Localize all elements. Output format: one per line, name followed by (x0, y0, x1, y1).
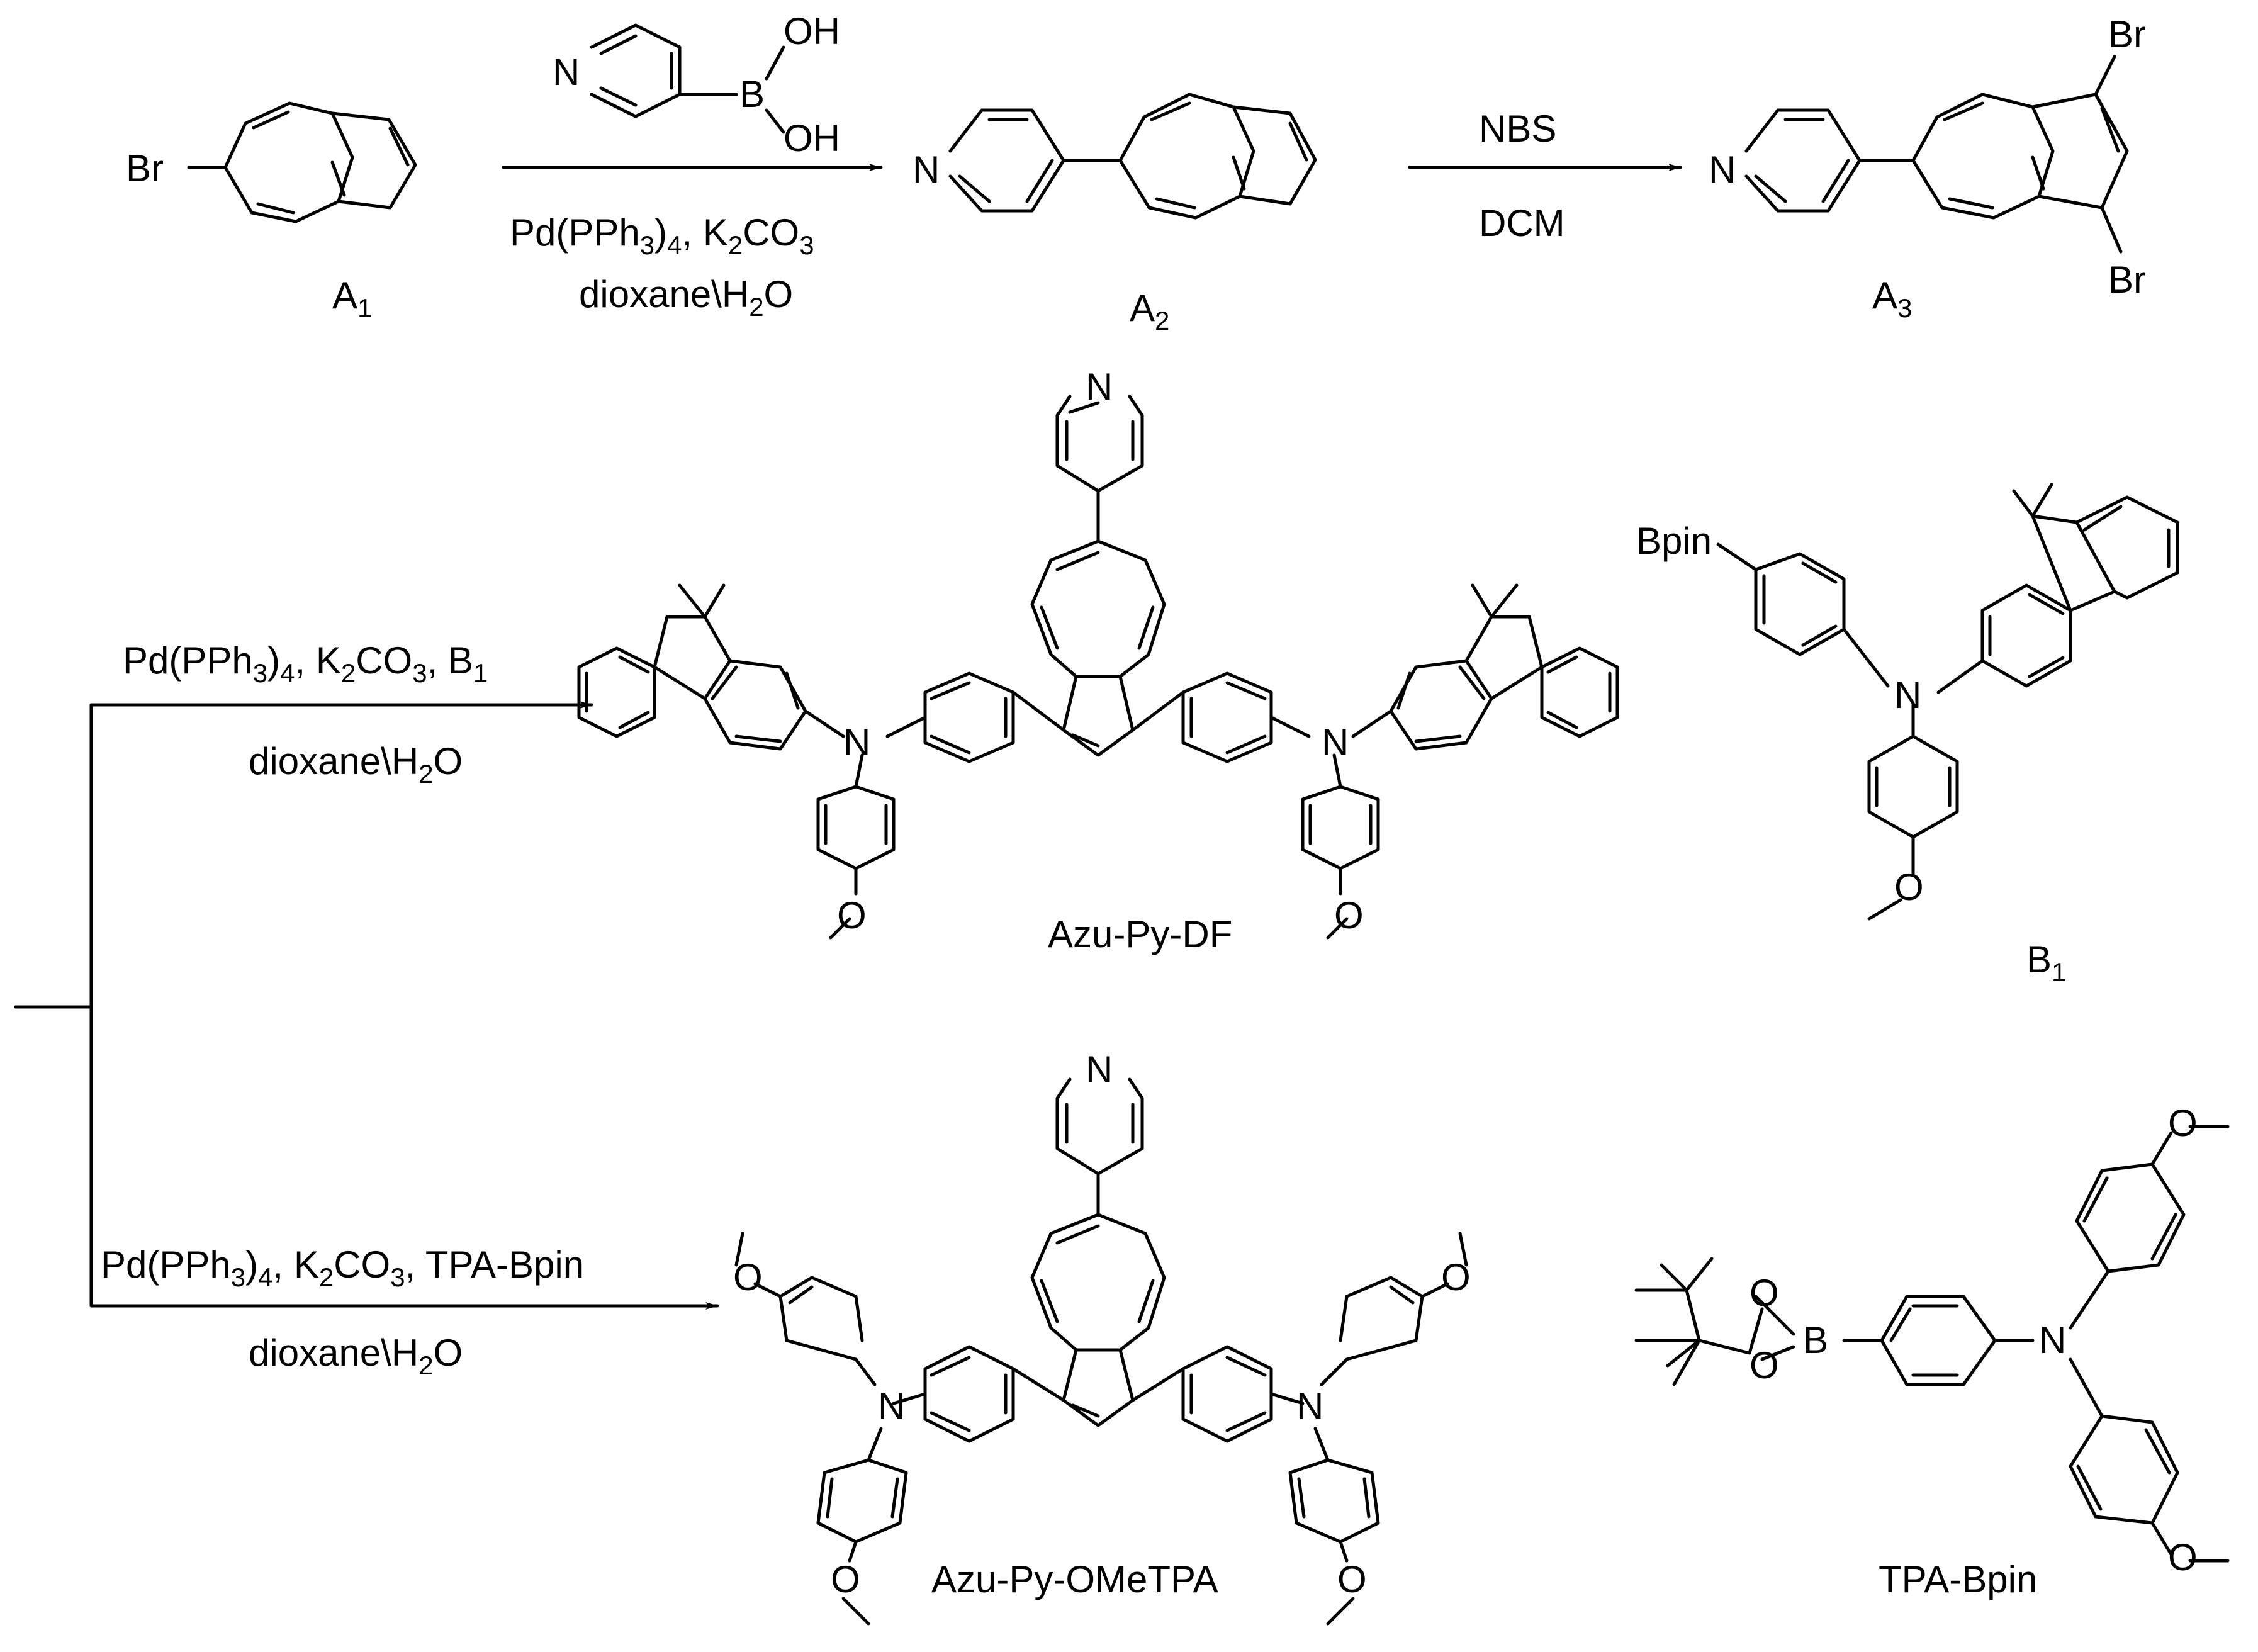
atom-b: B (739, 73, 765, 115)
reagent-step4-catalyst: Pd(PPh3)4, K2CO3, TPA-Bpin (101, 1244, 584, 1292)
atom-o: O (1750, 1344, 1779, 1386)
atom-o: O (1337, 1558, 1367, 1600)
branch-lines (14, 703, 93, 1308)
compound-a2-structure: N (913, 93, 1317, 220)
compound-a3-structure: N Br Br (1709, 13, 2146, 301)
reagent-step1-solvent: dioxane\H2O (579, 273, 793, 322)
atom-n: N (1086, 366, 1113, 408)
atom-o: O (733, 1256, 763, 1298)
reagent-step3-catalyst: Pd(PPh3)4, K2CO3, B1 (123, 639, 488, 688)
atom-o: O (831, 1558, 860, 1600)
compound-azu-py-df-structure: N N N O O (577, 366, 1619, 940)
atom-o: O (1894, 866, 1924, 908)
atom-n: N (553, 51, 580, 93)
atom-br-bottom: Br (2108, 259, 2146, 301)
atom-o: O (837, 894, 867, 936)
reagent-step2-solvent: DCM (1479, 202, 1565, 244)
compound-tpa-bpin-structure: O O B N O O (1634, 1102, 2230, 1578)
atom-n: N (2039, 1319, 2066, 1361)
bond-lines (187, 101, 417, 223)
atom-o: O (1441, 1256, 1471, 1298)
reagent-step2-nbs: NBS (1479, 108, 1556, 150)
atom-bpin: Bpin (1636, 520, 1712, 562)
atom-n: N (1894, 674, 1921, 716)
atom-br: Br (126, 147, 164, 189)
reagent-step3-solvent: dioxane\H2O (249, 740, 463, 789)
atom-b: B (1803, 1319, 1828, 1361)
label-a3: A3 (1872, 274, 1912, 323)
reagent-boronic-acid: N B OH OH (553, 10, 840, 159)
atom-n: N (843, 721, 870, 763)
label-a2: A2 (1130, 287, 1169, 335)
atom-n: N (913, 149, 940, 191)
reagent-step4-solvent: dioxane\H2O (249, 1332, 463, 1380)
atom-oh-top: OH (784, 10, 840, 52)
compound-azu-py-ometpa-structure: N N N O O O O (733, 1048, 1471, 1626)
atom-n: N (1086, 1048, 1113, 1091)
label-b1: B1 (2026, 938, 2066, 987)
atom-o: O (2168, 1536, 2198, 1578)
atom-o: O (1750, 1272, 1779, 1314)
atom-oh-bottom: OH (784, 117, 840, 159)
compound-a1-structure: Br (126, 101, 417, 223)
label-azu-py-df: Azu-Py-DF (1048, 913, 1232, 955)
atom-n: N (1709, 149, 1736, 191)
reagent-step1-catalyst: Pd(PPh3)4, K2CO3 (510, 211, 814, 260)
atom-n: N (878, 1385, 905, 1427)
label-tpa-bpin: TPA-Bpin (1879, 1558, 2037, 1600)
atom-br-top: Br (2108, 13, 2146, 55)
compound-b1-structure: Bpin N O (1636, 483, 2179, 921)
atom-n: N (1296, 1385, 1323, 1427)
atom-n: N (1322, 721, 1349, 763)
label-a1: A1 (332, 274, 372, 323)
atom-o: O (2168, 1102, 2198, 1144)
label-azu-py-ometpa: Azu-Py-OMeTPA (931, 1558, 1218, 1600)
atom-o: O (1334, 894, 1364, 936)
